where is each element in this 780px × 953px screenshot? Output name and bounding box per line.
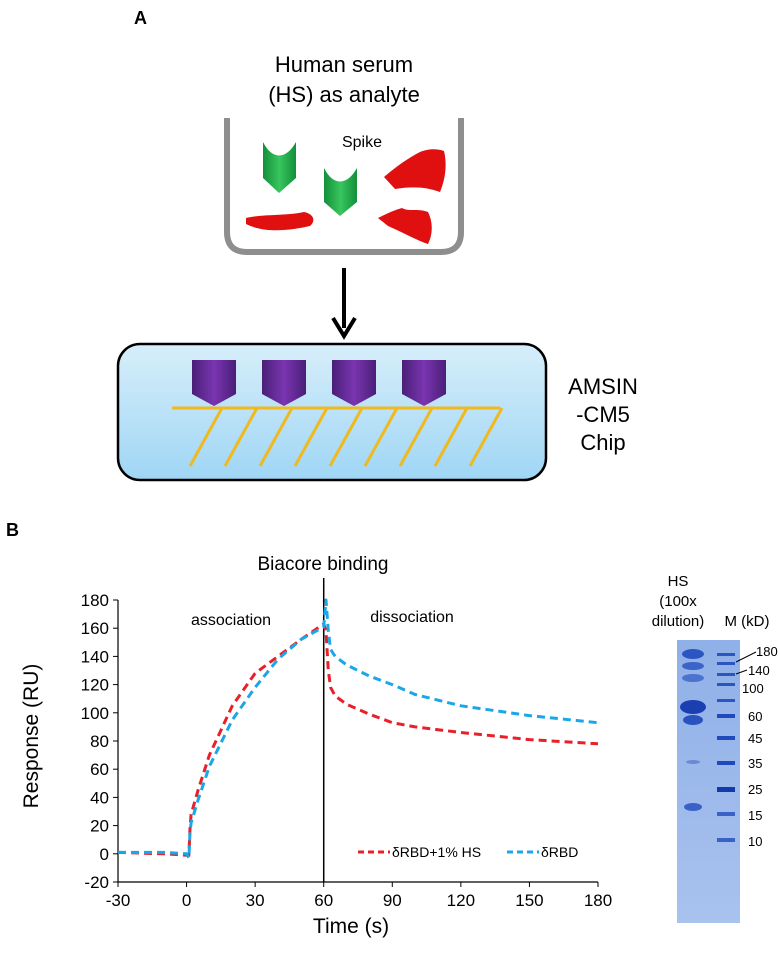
sample-container — [224, 118, 464, 255]
annotation-association: association — [191, 612, 271, 629]
annotation-dissociation: dissociation — [370, 609, 454, 626]
marker-size-140: 140 — [748, 663, 770, 678]
marker-size-60: 60 — [748, 709, 762, 724]
gel-hs-label-line1: HS — [668, 573, 689, 590]
gel-band — [682, 662, 704, 670]
gel-band — [680, 700, 706, 714]
marker-band — [717, 787, 735, 792]
chart-axes: -20 0 20 40 60 80 100 120 140 160 180 -30 0 30 60 90 120… — [81, 578, 612, 910]
x-tick-label: 120 — [447, 891, 475, 910]
gel-hs-label-line3: dilution) — [652, 613, 705, 630]
gel-band — [682, 674, 704, 682]
marker-size-25: 25 — [748, 782, 762, 797]
x-tick-label: -30 — [106, 891, 131, 910]
y-tick-label: 80 — [90, 732, 109, 751]
y-tick-label: 160 — [81, 619, 109, 638]
serum-protein-icon — [378, 208, 432, 244]
marker-pointer-140 — [735, 669, 748, 675]
legend-label-series-2: δRBD — [541, 844, 578, 860]
chip-label-line2: -CM5 — [576, 402, 630, 427]
chart-title: Biacore binding — [258, 554, 389, 575]
gel-band — [683, 715, 703, 725]
x-tick-label: 0 — [182, 891, 191, 910]
series-line-2 — [118, 598, 599, 860]
y-tick-label: 140 — [81, 647, 109, 666]
analyte-title-line1: Human serum — [275, 52, 413, 77]
marker-band — [717, 699, 735, 702]
serum-protein-icon — [246, 212, 314, 231]
legend-label-series-1: δRBD+1% HS — [392, 844, 481, 860]
y-tick-label: 180 — [81, 591, 109, 610]
gel-band — [682, 649, 704, 659]
marker-band — [717, 714, 735, 718]
marker-size-180: 180 — [756, 644, 778, 659]
y-tick-label: 100 — [81, 704, 109, 723]
marker-band — [717, 812, 735, 816]
x-axis-label: Time (s) — [313, 915, 389, 938]
y-tick-label: 20 — [90, 817, 109, 836]
serum-protein-icon — [384, 149, 446, 192]
gel-lane-marker — [717, 653, 735, 842]
x-tick-label: 30 — [246, 891, 265, 910]
analyte-title-line2: (HS) as analyte — [268, 82, 420, 107]
gel-image — [677, 640, 740, 923]
chart-series-layer — [117, 598, 599, 860]
marker-band — [717, 761, 735, 765]
spike-protein-icon — [263, 142, 296, 193]
sds-page-gel: HS (100x dilution) M (kD) — [652, 573, 778, 923]
gel-marker-label: M (kD) — [725, 613, 770, 630]
ligand-icon — [332, 360, 376, 406]
gel-band — [686, 760, 700, 764]
y-tick-label: 60 — [90, 760, 109, 779]
x-tick-label: 60 — [314, 891, 333, 910]
marker-size-35: 35 — [748, 756, 762, 771]
marker-size-10: 10 — [748, 834, 762, 849]
marker-band — [717, 683, 735, 686]
gel-band — [684, 803, 702, 811]
x-tick-label: 90 — [383, 891, 402, 910]
y-tick-label: 120 — [81, 676, 109, 695]
marker-band — [717, 653, 735, 656]
y-tick-label: 0 — [100, 845, 109, 864]
marker-size-15: 15 — [748, 808, 762, 823]
gel-lane-hs — [680, 649, 706, 811]
spike-label: Spike — [342, 134, 382, 151]
ligand-icon — [262, 360, 306, 406]
series-line-1 — [117, 622, 599, 857]
marker-band — [717, 736, 735, 740]
marker-size-45: 45 — [748, 731, 762, 746]
panel-a-label: A — [134, 8, 147, 28]
marker-band — [717, 673, 735, 676]
chip-linkers — [188, 407, 504, 467]
marker-band — [717, 662, 735, 665]
panel-a: A Human serum (HS) as analyte Spike — [116, 8, 638, 482]
arrow-down-icon — [331, 316, 357, 340]
chip-label-line3: Chip — [580, 430, 625, 455]
y-tick-label: -20 — [84, 873, 109, 892]
y-axis-label: Response (RU) — [20, 664, 43, 809]
biacore-chart: Biacore binding -20 0 20 40 60 80 100 120 140 160… — [20, 554, 612, 938]
x-tick-label: 180 — [584, 891, 612, 910]
panel-b-label: B — [6, 520, 19, 540]
marker-band — [717, 838, 735, 842]
x-tick-label: 150 — [515, 891, 543, 910]
y-tick-label: 40 — [90, 788, 109, 807]
marker-size-100: 100 — [742, 681, 764, 696]
chart-legend: δRBD+1% HS δRBD — [358, 844, 578, 860]
marker-pointer-180 — [735, 651, 757, 663]
chip-label-line1: AMSIN — [568, 374, 638, 399]
spike-protein-icon — [324, 168, 357, 216]
panel-b: B Biacore binding -200204060801001201401… — [6, 520, 778, 938]
ligand-icon — [402, 360, 446, 406]
ligand-icon — [192, 360, 236, 406]
gel-hs-label-line2: (100x — [659, 593, 697, 610]
